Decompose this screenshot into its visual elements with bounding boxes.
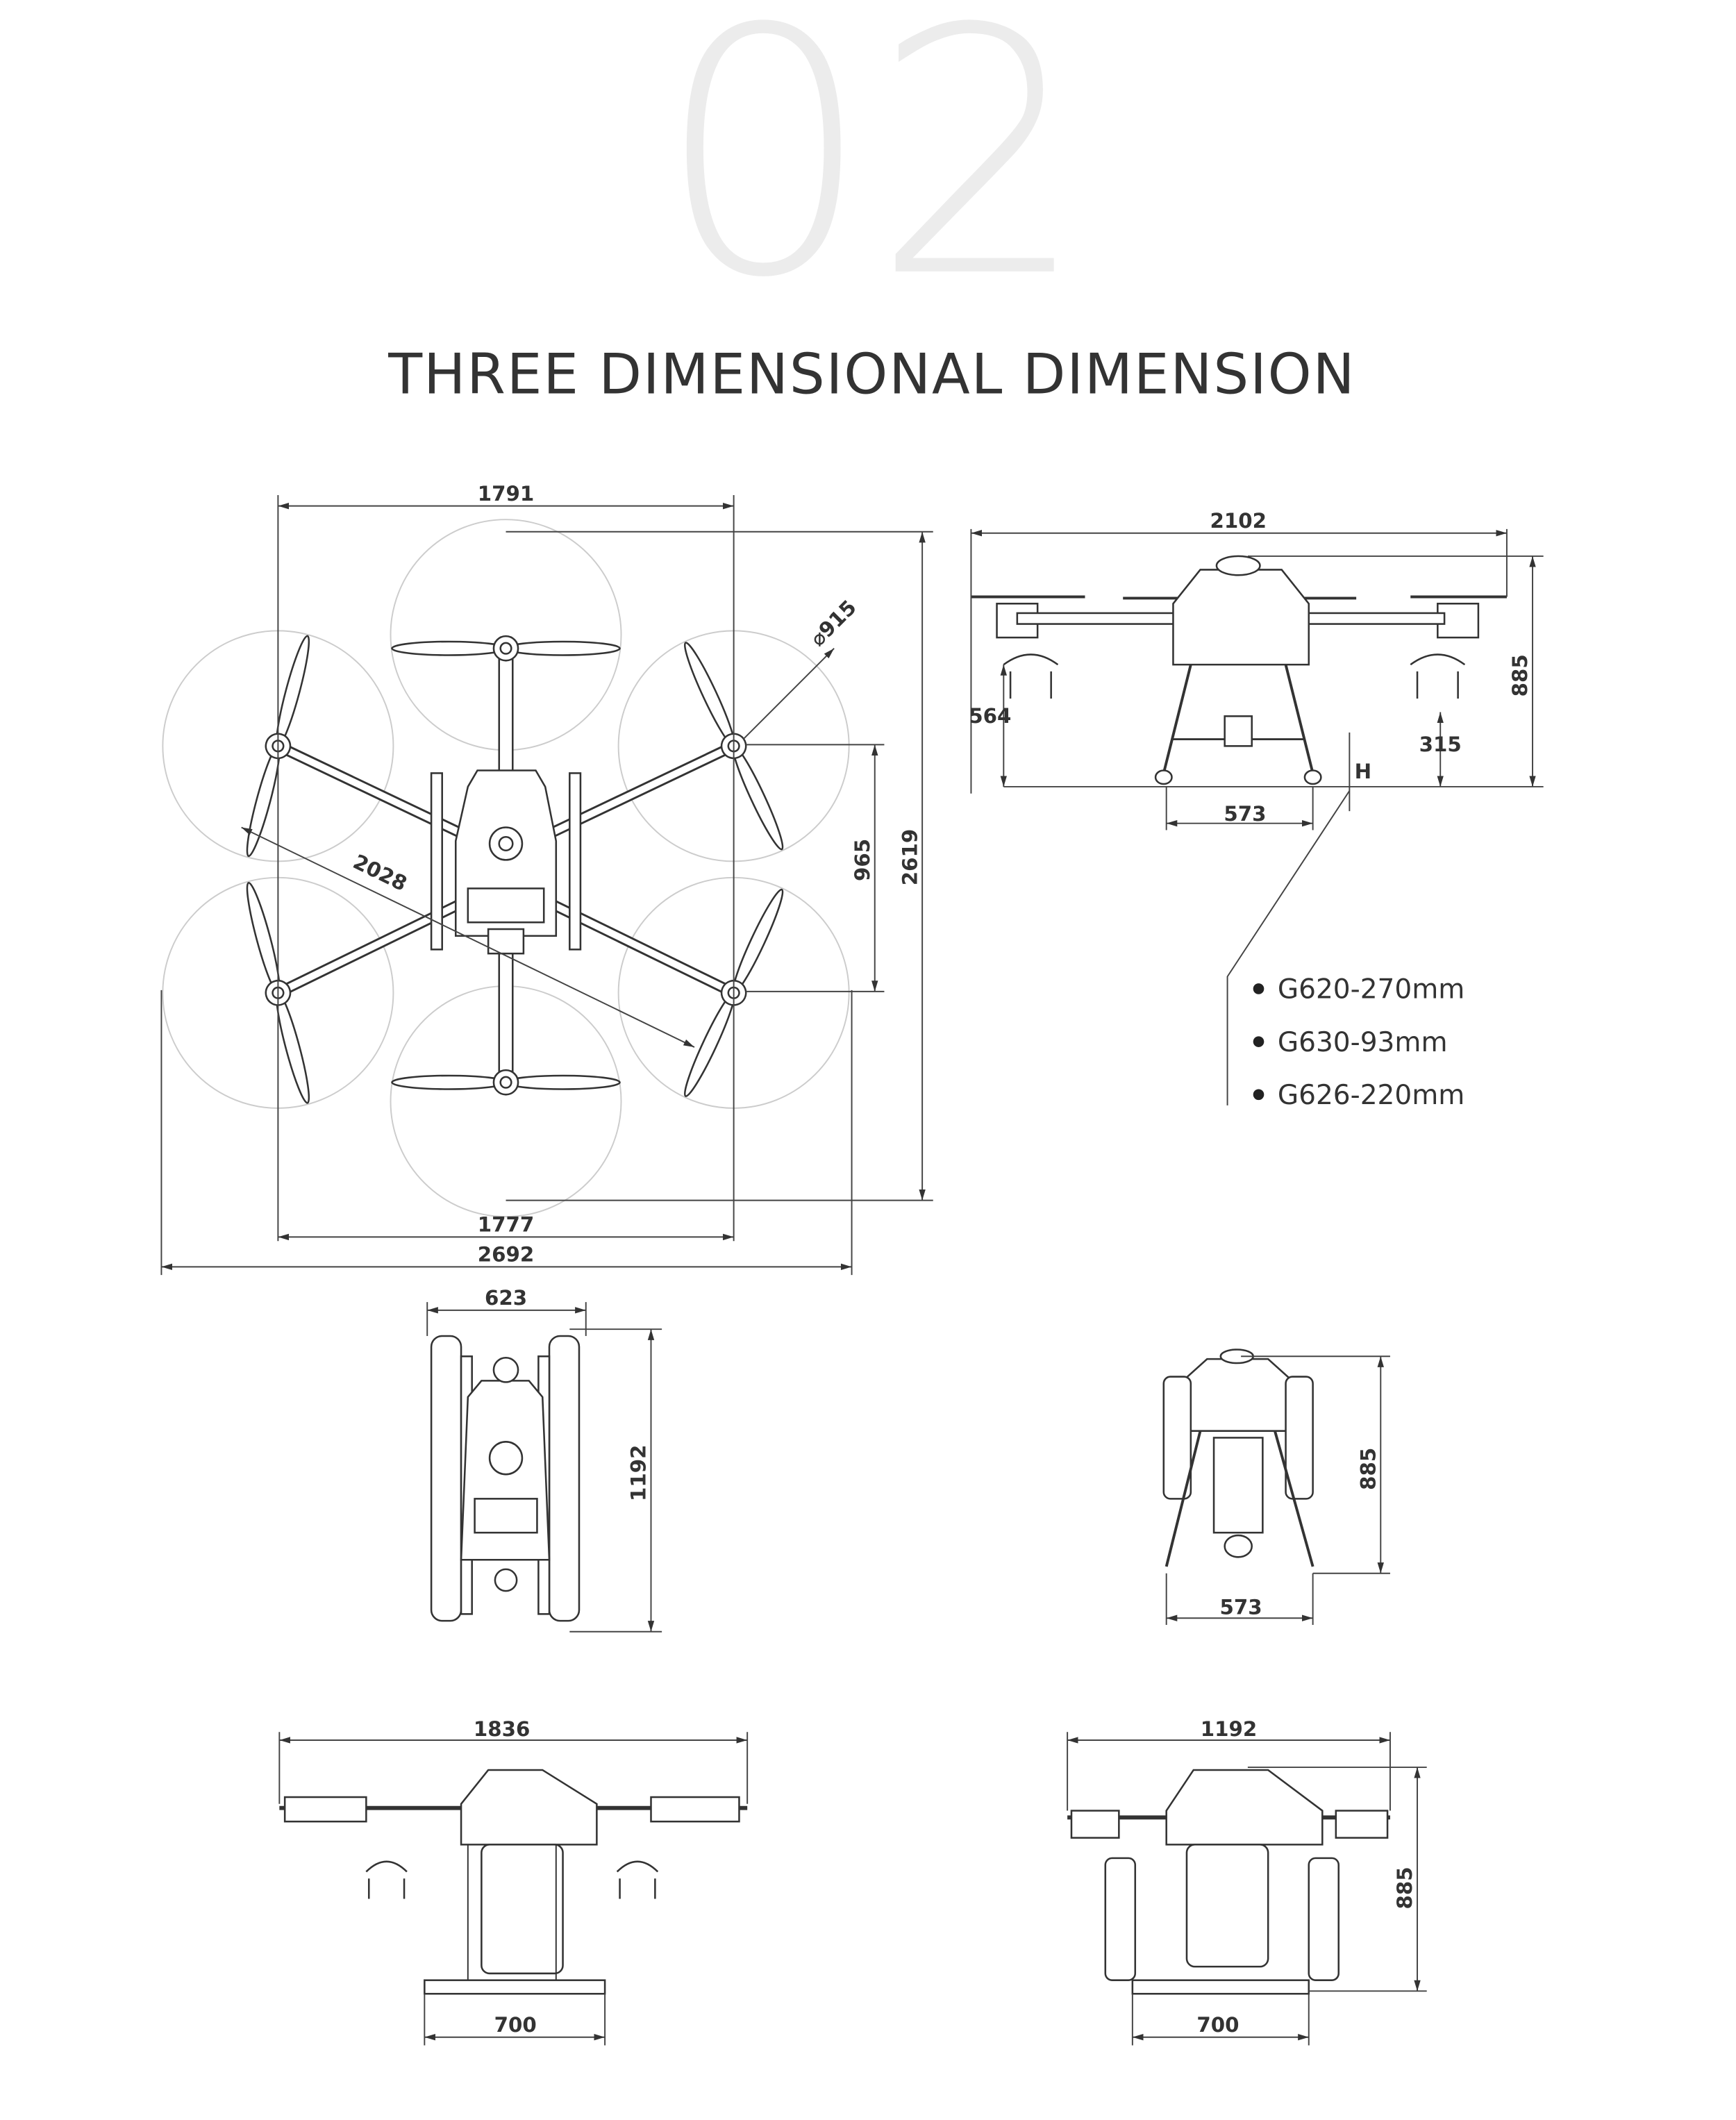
dim-diagonal: 2028 [349,850,410,896]
dim-height-total: 2619 [898,829,921,886]
side-view-right-dimensions: 1192 885 700 [1067,1717,1427,2046]
top-view-drawing [162,519,850,1218]
side-view-left-dimensions: 1836 700 [278,1717,749,2046]
dim-leg-spacing: 573 [1224,802,1266,826]
front-view-drawing [971,555,1507,785]
dim-width-bottom: 1777 [478,1213,534,1237]
side-view-left-drawing [279,1769,748,1995]
dim-side-skid-width: 700 [494,2013,537,2037]
side-view-right-drawing [1067,1769,1390,1995]
dim-folded-width: 623 [485,1286,527,1310]
page-title: THREE DIMENSIONAL DIMENSION [387,342,1355,407]
dim-arm-spacing: 965 [851,839,874,881]
dim-folded-length: 1192 [627,1444,651,1501]
section-number: 02 [656,0,1087,352]
dim-ground-clearance: H [1355,760,1372,783]
front-view-dimensions: 2102 885 564 315 573 H [969,509,1544,1105]
dim-folded-leg-spacing: 573 [1220,1595,1262,1619]
dim-width-top: 1791 [478,482,534,506]
legend-item: G626-220mm [1278,1080,1464,1111]
dim-spray-height-left: 564 [969,704,1011,728]
dim-width-overall: 2692 [478,1243,534,1267]
folded-top-view-drawing [430,1335,581,1622]
dim-prop-diameter: ⌀915 [806,595,861,651]
legend-item: G630-93mm [1278,1027,1448,1058]
dim-side-right-width: 1192 [1201,1717,1258,1741]
body [430,769,582,955]
clearance-legend: G620-270mm G630-93mm G626-220mm [1253,974,1464,1111]
dim-front-height: 885 [1508,654,1532,696]
dim-front-width: 2102 [1210,509,1267,533]
folded-front-view-dimensions: 885 573 [1165,1355,1390,1625]
folded-front-view-drawing [1162,1349,1314,1567]
dim-folded-height: 885 [1356,1448,1380,1490]
dim-side-right-skid-width: 700 [1196,2013,1239,2037]
dim-side-right-height: 885 [1393,1867,1417,1909]
folded-top-view-dimensions: 623 1192 [426,1286,662,1633]
dim-side-width: 1836 [474,1717,530,1741]
dim-spray-height-right: 315 [1419,733,1462,756]
legend-item: G620-270mm [1278,974,1464,1005]
